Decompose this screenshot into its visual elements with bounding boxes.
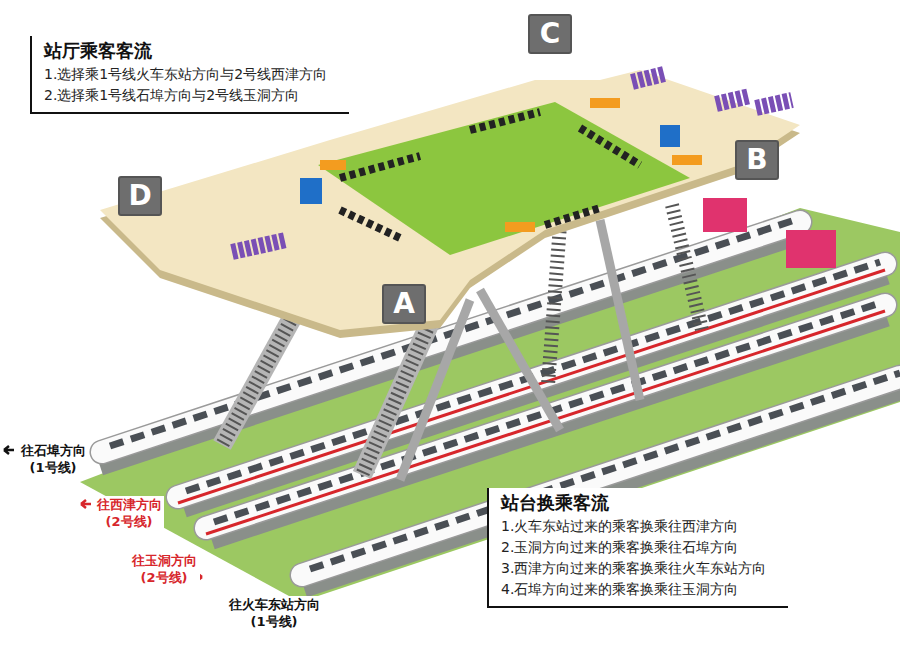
direction-label: 往玉洞方向 (2号线)	[128, 552, 200, 586]
panel-heading: 站台换乘客流	[501, 490, 766, 516]
info-panel: 站台换乘客流1.火车东站过来的乘客换乘往西津方向2.玉洞方向过来的乘客换乘往石埠…	[487, 488, 788, 608]
panel-line: 4.石埠方向过来的乘客换乘往玉洞方向	[501, 579, 766, 600]
panel-line: 1.火车东站过来的乘客换乘往西津方向	[501, 516, 766, 537]
gate-row	[340, 210, 400, 238]
direction-label: 往火车东站方向 (1号线)	[226, 596, 322, 630]
purple-rack	[232, 240, 286, 252]
exit-letter: C	[540, 19, 561, 49]
info-panel: 站厅乘客客流1.选择乘1号线火车东站方向与2号线西津方向2.选择乘1号线石埠方向…	[30, 36, 349, 114]
exit-label: B	[735, 140, 779, 180]
direction-arrow	[81, 500, 91, 508]
direction-label: 往石埠方向 (1号线)	[18, 442, 88, 476]
panel-line: 2.玉洞方向过来的乘客换乘往石埠方向	[501, 537, 766, 558]
exit-letter: D	[128, 181, 151, 211]
escalator	[362, 318, 432, 475]
panel-heading: 站厅乘客客流	[44, 38, 327, 64]
service-desk	[590, 98, 620, 108]
service-desk	[672, 155, 702, 165]
purple-rack	[756, 100, 792, 108]
stairs	[672, 205, 702, 330]
escalator-steps	[362, 318, 432, 475]
gate-row	[470, 112, 540, 130]
service-desk	[505, 222, 535, 232]
escalator	[222, 300, 302, 445]
panel-line: 1.选择乘1号线火车东站方向与2号线西津方向	[44, 64, 327, 85]
gate-row	[545, 208, 600, 225]
exit-label: C	[528, 14, 572, 54]
purple-rack	[632, 74, 664, 82]
direction-arrow	[4, 446, 14, 454]
column	[600, 220, 640, 400]
ticket-machine	[660, 125, 680, 147]
exit-letter: A	[393, 289, 415, 319]
panel-line: 3.西津方向过来的乘客换乘往火车东站方向	[501, 558, 766, 579]
panel-line: 2.选择乘1号线石埠方向与2号线玉洞方向	[44, 85, 327, 106]
exit-label: A	[382, 284, 426, 324]
escalator-steps	[222, 300, 302, 445]
pink-box	[703, 198, 747, 232]
paid-area	[318, 102, 690, 255]
gate-row	[580, 128, 640, 165]
stairs	[548, 225, 560, 385]
direction-label: 往西津方向 (2号线)	[94, 496, 164, 530]
gate-row	[340, 156, 420, 178]
service-desk	[320, 160, 346, 170]
purple-rack	[716, 96, 750, 104]
ticket-machine	[300, 178, 322, 204]
column	[480, 290, 560, 430]
exit-label: D	[118, 176, 162, 216]
pink-box	[786, 230, 836, 268]
exit-letter: B	[746, 145, 767, 175]
